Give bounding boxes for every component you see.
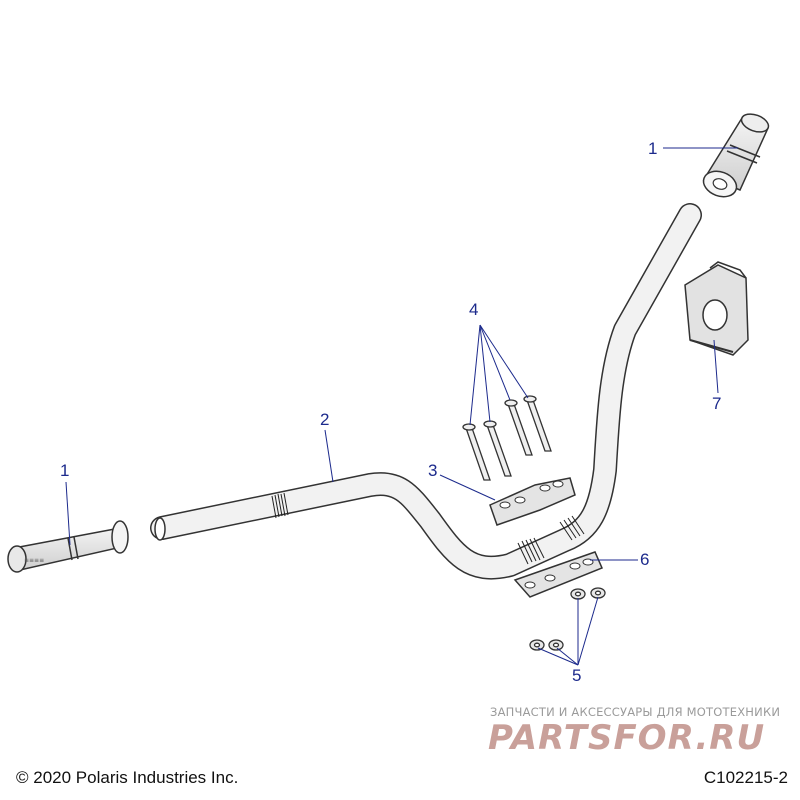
handlebar [150, 203, 702, 580]
knurl-left [271, 492, 289, 519]
callout-3-upper-clamp: 3 [428, 461, 438, 480]
callout-4-bolts: 4 [469, 300, 479, 319]
callout-7-switch-housing: 7 [712, 394, 722, 413]
callout-5-nuts: 5 [572, 666, 582, 685]
bolts [462, 395, 552, 481]
upper-clamp [489, 477, 576, 526]
right-grip [702, 113, 770, 198]
watermark-tagline: ЗАПЧАСТИ И АКСЕССУАРЫ ДЛЯ МОТОТЕХНИКИ [490, 705, 781, 719]
callout-2-handlebar: 2 [320, 410, 330, 429]
callout-1-right-grip: 1 [648, 139, 658, 158]
callout-1-left-grip: 1 [60, 461, 70, 480]
svg-text:≡≡≡≡: ≡≡≡≡ [24, 557, 44, 564]
knurl-center [517, 515, 585, 565]
copyright-text: © 2020 Polaris Industries Inc. [16, 768, 239, 787]
nuts [529, 587, 606, 651]
switch-housing [684, 261, 749, 356]
callout-6-lower-clamp: 6 [640, 550, 650, 569]
watermark-logo: PARTSFOR.RU [488, 718, 766, 758]
figure-id: C102215-2 [703, 768, 788, 787]
leader-lines [65, 147, 738, 666]
left-grip: ≡≡≡≡ [7, 520, 129, 573]
